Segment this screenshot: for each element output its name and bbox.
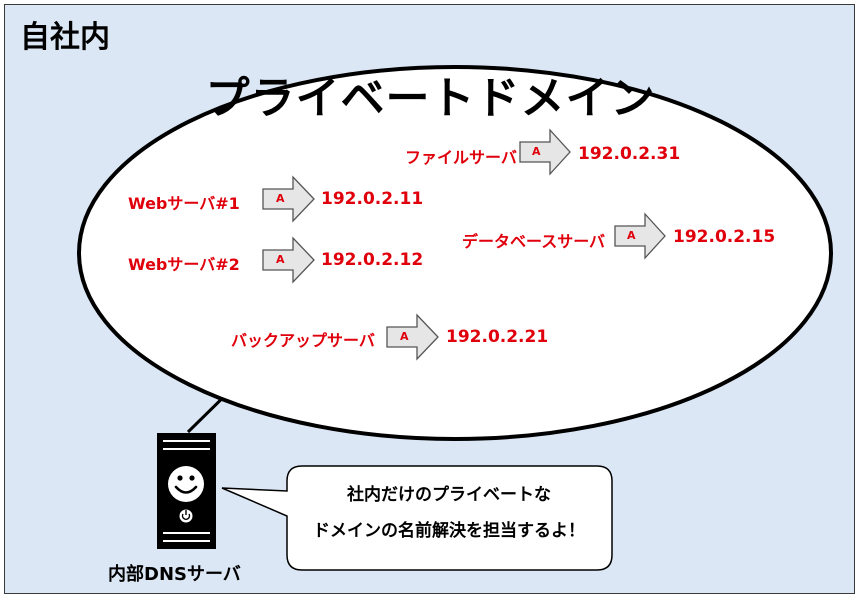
record-host-file: ファイルサーバ (405, 148, 517, 167)
domain-title: プライベートドメイン (205, 73, 656, 124)
record-arrow-db (614, 212, 666, 260)
speech-line-2: ドメインの名前解決を担当するよ！ (313, 521, 585, 541)
record-host-db: データベースサーバ (462, 232, 606, 251)
record-ip-web2: 192.0.2.12 (321, 250, 424, 270)
record-type-db: A (627, 229, 636, 242)
zone-title: 自社内 (20, 20, 110, 55)
server-label: 内部DNSサーバ (108, 564, 241, 585)
record-arrow-backup (386, 313, 439, 361)
speech-line-1: 社内だけのプライベートな (347, 485, 551, 505)
record-arrow-web2 (262, 236, 315, 284)
record-host-backup: バックアップサーバ (231, 331, 375, 350)
record-arrow-file (519, 128, 571, 176)
private-domain-ellipse (77, 65, 833, 441)
record-type-backup: A (400, 330, 409, 343)
record-type-web1: A (276, 192, 285, 205)
record-arrow-web1 (262, 175, 315, 223)
record-ip-web1: 192.0.2.11 (321, 189, 424, 209)
record-host-web1: Webサーバ#1 (128, 194, 240, 213)
record-ip-file: 192.0.2.31 (578, 144, 681, 164)
record-type-file: A (532, 145, 541, 158)
record-ip-db: 192.0.2.15 (673, 227, 776, 247)
smiley-server-icon (157, 433, 216, 549)
record-type-web2: A (276, 253, 285, 266)
speech-bubble (221, 465, 613, 571)
record-ip-backup: 192.0.2.21 (446, 327, 549, 347)
record-host-web2: Webサーバ#2 (128, 255, 240, 274)
